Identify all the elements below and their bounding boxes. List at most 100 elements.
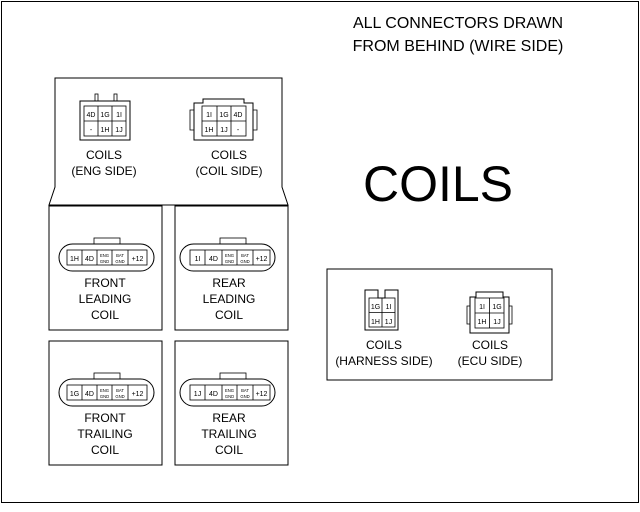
pin-label-small-2: GND: [225, 394, 234, 399]
coil-label-line: FRONT: [84, 276, 126, 290]
pin-label: 4D: [234, 112, 243, 119]
connector-latch: [93, 372, 121, 380]
coil-label-line: REAR: [212, 276, 246, 290]
pin-label: 1G: [70, 391, 79, 398]
pin-label: 1J: [115, 127, 122, 134]
pin-label-small-2: GND: [100, 394, 109, 399]
coil-label-line: COIL: [91, 308, 119, 322]
coil-connector-body: [179, 243, 276, 272]
top-panel-outline: [48, 77, 289, 206]
top-connector-panel: [48, 77, 289, 206]
pin-label: 4D: [209, 256, 218, 263]
pin-label: 1I: [386, 304, 392, 311]
pin-label: 1I: [116, 112, 122, 119]
pin-label: 1G: [492, 304, 501, 311]
pin-label: 4D: [85, 256, 94, 263]
pin-gnd: GND: [115, 259, 124, 264]
connector-body: [364, 289, 399, 331]
header-line-1: ALL CONNECTORS DRAWN: [353, 15, 563, 32]
connector-sublabel: (COIL SIDE): [196, 164, 263, 178]
coil-label-line: TRAILING: [77, 427, 132, 441]
pin-label: 1H: [371, 319, 380, 326]
pin-label-small-1: ENG: [100, 253, 109, 258]
pin-label: 1I: [206, 112, 212, 119]
coil-box-front-leading: 1H 4D ENG GND BAT GND +12 FRONT LEADING …: [48, 205, 163, 331]
pin-gnd: GND: [100, 259, 109, 264]
coil-label-line: COIL: [215, 308, 243, 322]
pin-label-small-1: ENG: [100, 388, 109, 393]
pin-bat: BAT: [116, 253, 124, 258]
pin-label-small-1: BAT: [116, 388, 124, 393]
coil-label-line: FRONT: [84, 411, 126, 425]
coil-label-line: COIL: [215, 443, 243, 457]
coil-box-outline: [174, 205, 289, 331]
connector-eng-side: 4D 1G 1I - 1H 1J COILS (ENG SIDE): [71, 93, 137, 178]
side-tab: [466, 305, 470, 325]
coil-label-line: TRAILING: [201, 427, 256, 441]
coil-label-line: LEADING: [203, 292, 256, 306]
coil-box-rear-trailing: 1J 4D ENG GND BAT GND +12 REAR TRAILING …: [174, 340, 289, 466]
pin-label: +12: [256, 391, 268, 398]
coil-box-outline: [48, 205, 163, 331]
pin-row: [66, 249, 148, 266]
pin-label-small-1: BAT: [241, 253, 249, 258]
pin-label-small-2: GND: [100, 259, 109, 264]
connector-latch: [219, 372, 247, 380]
connector-sublabel: (ENG SIDE): [71, 164, 136, 178]
connector-body: [193, 98, 254, 141]
latch: [94, 93, 99, 102]
pin-label: 1G: [100, 112, 109, 119]
connector-sublabel: (ECU SIDE): [458, 354, 523, 368]
pin-label: 1J: [194, 391, 201, 398]
right-panel-outline: [326, 268, 553, 381]
connector-coil-side: 1I 1G 4D 1H 1J - COILS (COIL SIDE): [189, 98, 263, 178]
pin-label: 1G: [219, 112, 228, 119]
coil-box-outline: [48, 340, 163, 466]
pin-eng: ENG: [100, 253, 109, 258]
connector-ecu-side: 1I 1G 1H 1J COILS (ECU SIDE): [458, 291, 523, 368]
coil-label-line: LEADING: [79, 292, 132, 306]
pin-label: 1H: [70, 256, 79, 263]
pin-label: 1G: [371, 304, 380, 311]
coil-label-line: COIL: [91, 443, 119, 457]
sheet-border: [1, 1, 639, 503]
pin-label-small-2: GND: [240, 394, 249, 399]
connector-label: COILS: [366, 338, 402, 352]
pin-label: +12: [132, 391, 144, 398]
pin-label-small-2: GND: [115, 259, 124, 264]
connector-label: COILS: [211, 148, 247, 162]
pin-label: 4D: [87, 112, 96, 119]
coil-connector-body: [58, 243, 155, 272]
pin-label-small-2: GND: [115, 394, 124, 399]
pin-label: 1I: [195, 256, 201, 263]
coil-box-front-trailing: 1G 4D ENG GND BAT GND +12 FRONT TRAILING…: [48, 340, 163, 466]
pin-label: 1J: [385, 319, 392, 326]
connector-label: COILS: [472, 338, 508, 352]
pin-label: 4D: [85, 391, 94, 398]
latch: [113, 93, 118, 102]
coil-connector-body: [179, 378, 276, 407]
pin-label: 1H: [478, 319, 487, 326]
pin-label: 4D: [209, 391, 218, 398]
right-connector-panel: [326, 268, 553, 381]
connector-harness-side: 1G 1I 1H 1J COILS (HARNESS SIDE): [335, 289, 433, 368]
pin-label: +12: [256, 256, 268, 263]
side-tab: [189, 109, 194, 131]
pin-label: 1H: [101, 127, 110, 134]
pin-label: 1I: [479, 304, 485, 311]
connector-latch: [219, 237, 247, 245]
pin-label: 1J: [220, 127, 227, 134]
pin-label: -: [90, 127, 93, 134]
side-tab: [509, 305, 513, 325]
side-tab: [253, 109, 258, 131]
connector-latch: [93, 237, 121, 245]
pin-label: +12: [132, 256, 144, 263]
coil-box-rear-leading: 1I 4D ENG GND BAT GND +12 REAR LEADING C…: [174, 205, 289, 331]
coil-connector-body: [58, 378, 155, 407]
coil-box-outline: [174, 340, 289, 466]
pin-label: 1H: [205, 127, 214, 134]
connector-body: [79, 100, 131, 141]
connector-label: COILS: [86, 148, 122, 162]
pin-label-small-1: BAT: [241, 388, 249, 393]
